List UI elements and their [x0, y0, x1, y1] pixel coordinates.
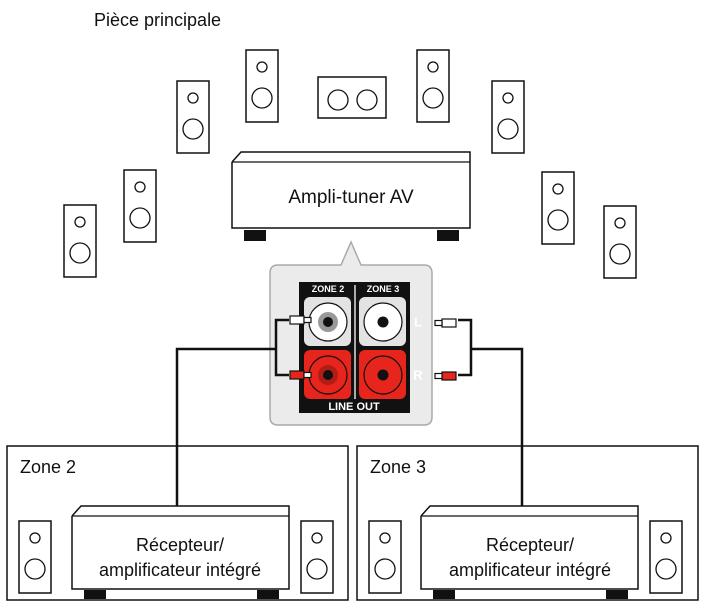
zone2-left-jack-icon	[304, 297, 351, 346]
cables	[175, 318, 524, 506]
zone3-receiver-line1: Récepteur/	[486, 535, 574, 555]
speaker-front-left-high-icon	[245, 49, 279, 123]
main-room-label: Pièce principale	[94, 10, 221, 30]
zone2-left-lead	[274, 318, 289, 377]
zone3-right-jack-icon	[359, 350, 406, 399]
zone2-jack-label: ZONE 2	[312, 284, 345, 294]
zone2-speaker-right-icon	[300, 520, 334, 594]
zone2-right-jack-icon	[304, 350, 351, 399]
zone3-receiver: Récepteur/ amplificateur intégré	[420, 505, 639, 599]
zone2-area: Zone 2 Récepteur/ amplificateur intégré	[6, 445, 349, 601]
zone2-title: Zone 2	[20, 457, 76, 477]
zone3-left-lead	[458, 318, 473, 377]
zone2-left-plug-icon	[289, 315, 312, 325]
zone2-speaker-left-icon	[18, 520, 52, 594]
speaker-surround-right-icon	[541, 171, 575, 245]
zone3-receiver-line2: amplificateur intégré	[449, 560, 611, 580]
speaker-front-left-icon	[176, 80, 210, 154]
zone2-receiver-line1: Récepteur/	[136, 535, 224, 555]
zone2-receiver-line2: amplificateur intégré	[99, 560, 261, 580]
zone3-left-plug-icon	[434, 318, 457, 328]
zone3-cable	[471, 347, 524, 506]
line-out-label: LINE OUT	[328, 401, 380, 413]
left-channel-label: L	[414, 314, 422, 329]
av-receiver-label: Ampli-tuner AV	[288, 187, 414, 208]
zone3-speaker-right-icon	[649, 520, 683, 594]
zone3-area: Zone 3 Récepteur/ amplificateur intégré	[356, 445, 699, 601]
av-receiver: Ampli-tuner AV	[231, 151, 471, 241]
zone2-cable	[175, 347, 276, 506]
zone3-speaker-left-icon	[368, 520, 402, 594]
speaker-surround-back-right-icon	[603, 205, 637, 279]
zone3-right-plug-icon	[434, 371, 457, 381]
zone2-right-plug-icon	[289, 370, 312, 380]
speaker-front-right-icon	[491, 80, 525, 154]
speaker-surround-left-icon	[123, 169, 157, 243]
zone3-title: Zone 3	[370, 457, 426, 477]
line-out-panel: ZONE 2 ZONE 3 LINE OUT L R	[269, 240, 433, 426]
speaker-surround-back-left-icon	[63, 204, 97, 278]
main-room-speakers	[63, 49, 637, 279]
center-speaker-icon	[317, 76, 387, 119]
right-channel-label: R	[413, 367, 423, 382]
zone2-receiver: Récepteur/ amplificateur intégré	[71, 505, 290, 599]
zone3-left-jack-icon	[359, 297, 406, 346]
speaker-front-right-high-icon	[416, 49, 450, 123]
zone3-jack-label: ZONE 3	[367, 284, 400, 294]
